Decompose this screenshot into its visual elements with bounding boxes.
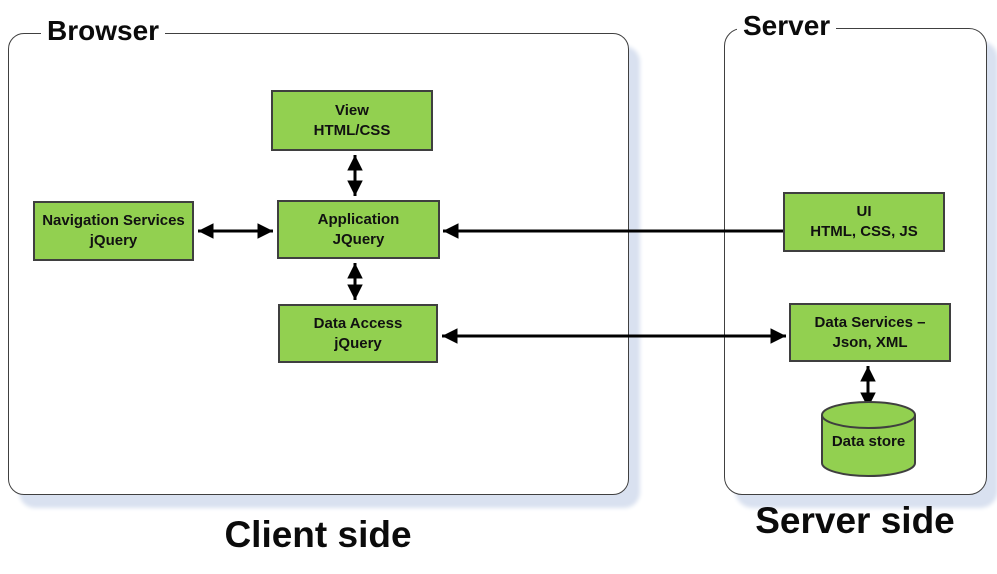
server-container-label: Server (737, 10, 837, 42)
node-navigation-services-line2: jQuery (89, 232, 138, 249)
node-application-line1: Application (317, 210, 400, 228)
node-data-services-line1: Data Services – (814, 313, 926, 331)
node-view-line1: View (335, 101, 369, 119)
node-ui-line1: UI (856, 203, 872, 220)
node-data-access: Data Access jQuery (278, 304, 438, 363)
node-ui-line2: HTML, CSS, JS (810, 223, 918, 240)
node-data-access-line2: jQuery (334, 334, 382, 352)
node-ui: UI HTML, CSS, JS (783, 192, 945, 252)
node-navigation-services-line1: Navigation Services (42, 212, 185, 229)
node-data-services-line2: Json, XML (832, 333, 908, 351)
node-data-access-line1: Data Access (313, 314, 403, 332)
node-view: View HTML/CSS (271, 90, 433, 151)
node-application-line2: JQuery (332, 230, 385, 248)
browser-container-label: Browser (41, 15, 166, 47)
node-view-line2: HTML/CSS (313, 121, 391, 139)
server-side-caption: Server side (755, 500, 955, 541)
client-side-caption: Client side (224, 514, 412, 555)
node-application: Application JQuery (277, 200, 440, 259)
node-navigation-services: Navigation Services jQuery (33, 201, 194, 261)
node-data-services: Data Services – Json, XML (789, 303, 951, 362)
server-container: Server (724, 10, 987, 495)
data-store-label: Data store (831, 433, 906, 450)
